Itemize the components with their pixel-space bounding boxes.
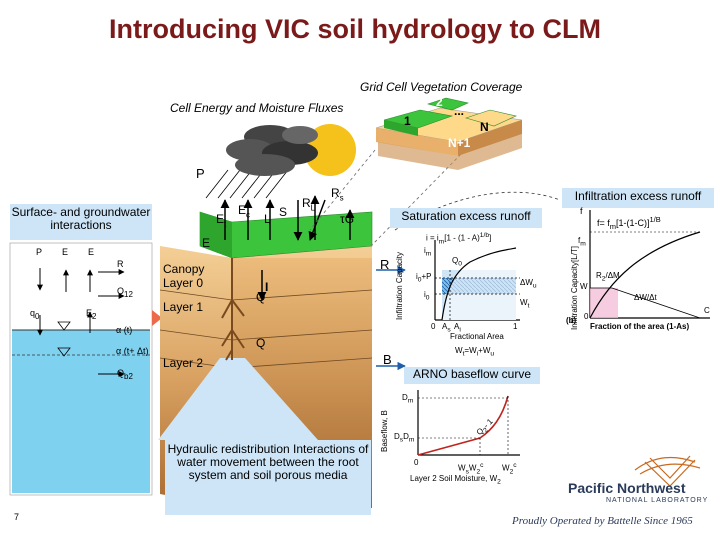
s-label: S (279, 205, 288, 219)
left-water-diagram (9, 242, 162, 496)
inf-f-label: f (580, 206, 583, 216)
rs-label: Rs (331, 186, 344, 203)
left-alpha-tdt-label: α (t+ Δt) (116, 346, 149, 356)
left-e1-label: E (88, 247, 95, 257)
bf-dm-label: Dm (402, 393, 414, 405)
hydraulic-pointer (158, 358, 318, 440)
sat-i0-label: i0 (424, 290, 430, 302)
vegetation-tiles (375, 97, 523, 170)
bf-ws-label: WsW2c (458, 462, 484, 476)
org-tagline: Proudly Operated by Battelle Since 1965 (512, 515, 693, 527)
left-q0-label: q0 (30, 308, 40, 321)
bf-dsdm-label: DsDm (394, 432, 415, 444)
left-alpha-t-label: α (t) (116, 325, 133, 335)
layer0-label: Layer 0 (163, 276, 204, 290)
sat-wt-label: Wt (520, 298, 530, 310)
sat-q0-label: Q0 (452, 256, 462, 268)
e1-label: Et (216, 212, 227, 229)
tile-dots-label: ... (454, 104, 465, 118)
hydraulic-callout: Hydraulic redistribution Interactions of… (165, 440, 371, 515)
eb-label: E (202, 236, 211, 250)
infiltration-plot (589, 210, 710, 319)
tau-g-label: τG (340, 212, 355, 226)
sat-im-label: im (424, 246, 432, 258)
bf-ylabel: Baseflow, B (380, 410, 389, 452)
inf-fm-label: fm (578, 236, 586, 248)
i-infiltration-label: I (265, 280, 269, 294)
rl-label: RL (302, 196, 316, 213)
rain (205, 169, 289, 199)
energy-fluxes-label: Cell Energy and Moisture Fluxes (170, 101, 344, 115)
precip-label: P (196, 166, 205, 181)
sat-ai-label: Ai (454, 322, 461, 334)
inf-zero-label: 0 (584, 312, 589, 321)
l-label: L (264, 212, 271, 226)
sat-footer: Wt=Wi+Wu (455, 346, 495, 358)
flux-arrows (220, 195, 355, 301)
left-p-label: P (36, 247, 43, 257)
ec-label: Ec (238, 203, 251, 220)
r-runoff-label: R (380, 257, 390, 272)
baseflow-plot (417, 390, 520, 456)
sat-i0pP-label: i0+P (416, 272, 432, 284)
tile-1-label: 1 (404, 114, 411, 128)
bf-w2c-label: W2c (502, 462, 517, 476)
tile-2-label: 2 (436, 95, 443, 109)
layer1-label: Layer 1 (163, 300, 204, 314)
page-number: 7 (14, 512, 20, 522)
saturation-plot (434, 240, 520, 321)
clouds-sun (226, 124, 356, 176)
saturation-runoff-callout: Saturation excess runoff (390, 208, 542, 228)
veg-coverage-label: Grid Cell Vegetation Coverage (360, 80, 523, 94)
sat-equation: i = im[1 - (1 - A)1/b] (426, 232, 492, 246)
bf-xlabel: Layer 2 Soil Moisture, W2 (410, 474, 501, 486)
sat-ylabel: Infiltration Capacity (395, 251, 404, 320)
left-r-label: R (117, 259, 124, 269)
inf-w-label: W (580, 282, 588, 291)
pnnl-logo-icon (634, 455, 701, 487)
infiltration-runoff-callout: Infiltration excess runoff (562, 188, 714, 208)
tile-n1-label: N+1 (448, 136, 471, 150)
q1-label: Q (256, 290, 266, 304)
org-subtitle: NATIONAL LABORATORY (606, 497, 709, 504)
inf-c-label: C (704, 306, 710, 315)
org-name: Pacific Northwest (568, 480, 686, 496)
sat-as-label: As (442, 322, 451, 334)
page-title: Introducing VIC soil hydrology to CLM (109, 14, 601, 44)
surface-groundwater-callout: Surface- and groundwater interactions (10, 204, 152, 240)
tile-n-label: N (480, 120, 489, 134)
inf-r2dm-label: R2/ΔM (596, 271, 620, 283)
left-q12-label: Q12 (117, 286, 133, 299)
canopy-label: Canopy (163, 262, 205, 276)
b-baseflow-label: B (383, 352, 392, 367)
layer2-label: Layer 2 (163, 356, 204, 370)
left-e2-label: E2 (86, 308, 97, 321)
sat-one-label: 1 (513, 322, 518, 331)
bf-zero-label: 0 (414, 458, 419, 467)
baseflow-callout: ARNO baseflow curve (404, 367, 540, 384)
roots (221, 258, 245, 361)
sat-dwu-label: ΔWu (520, 278, 537, 290)
inf-panel-label: (b) (566, 316, 577, 325)
inf-formula: f= fm[1-(1-C)]1/B (597, 215, 661, 231)
left-qb2-label: Qb2 (117, 368, 133, 381)
inf-dwdt-label: ΔW/Δt (634, 293, 657, 302)
sat-zero-label: 0 (431, 322, 436, 331)
inf-xlabel: Fraction of the area (1-As) (590, 322, 690, 331)
sat-xlabel: Fractional Area (450, 332, 504, 341)
left-ed-label: E (62, 247, 69, 257)
q2-label: Q (256, 336, 266, 350)
